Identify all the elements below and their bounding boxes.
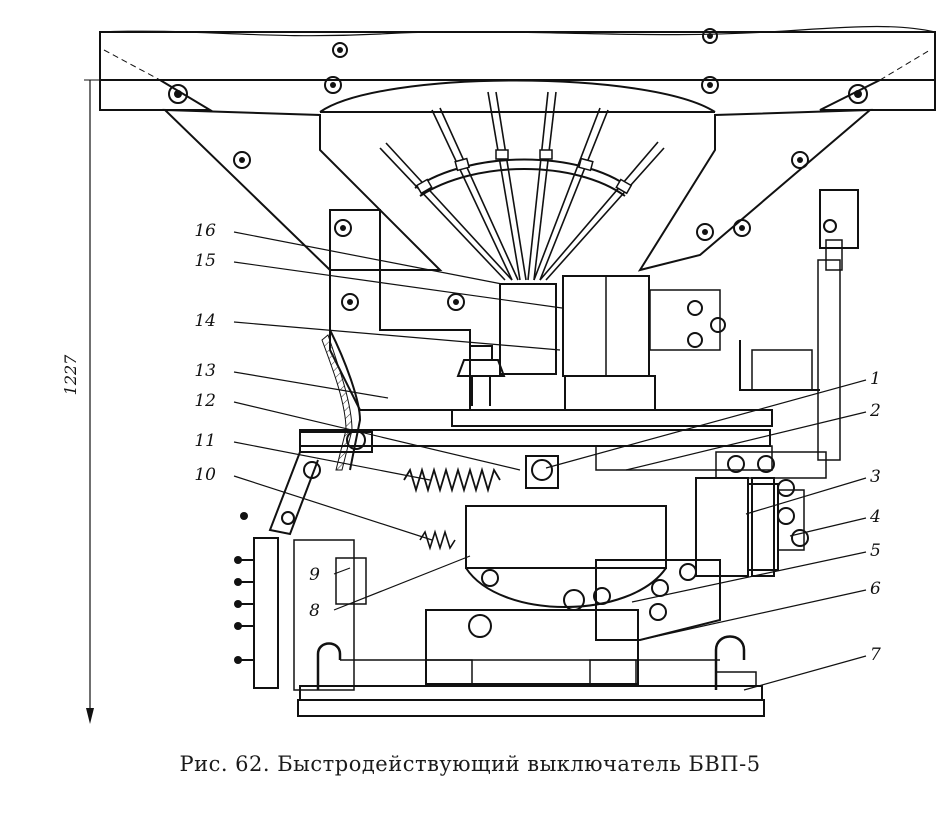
callout-9: 9: [309, 565, 320, 585]
terminal-strip: [234, 512, 367, 691]
callout-16: 16: [194, 221, 216, 241]
callout-13: 13: [194, 361, 216, 381]
pedestal: [425, 609, 639, 685]
callout-12: 12: [194, 391, 216, 411]
technical-drawing-svg: 12 2 7: [61, 25, 936, 724]
circuit-breaker-drawing: 12 2 7: [61, 25, 936, 724]
callout-10: 10: [194, 465, 216, 485]
trip-coils: [695, 451, 827, 577]
leader-lines: [233, 231, 867, 691]
frame-bolts: [168, 28, 868, 311]
callout-7: 7: [870, 645, 881, 665]
base-rail: [297, 635, 765, 717]
callout-15: 15: [194, 251, 216, 271]
callout-14: 14: [194, 311, 216, 331]
insulator: [456, 345, 506, 406]
callout-5: 5: [870, 541, 881, 561]
arc-horn-block: [499, 275, 726, 411]
top-frame: [99, 25, 936, 272]
dimension-label: 1227: [61, 354, 80, 396]
callout-1: 1: [870, 369, 881, 389]
holding-coil: [465, 505, 667, 611]
callout-6: 6: [870, 579, 881, 599]
right-rod: [739, 189, 859, 461]
callout-11: 11: [194, 431, 216, 451]
callout-labels: 16 15 14 13 12 11 10 9 8 1 2 3 4 5 6 7: [194, 221, 881, 665]
figure-caption: Рис. 62. Быстродействующий выключатель Б…: [179, 752, 761, 776]
callout-3: 3: [870, 467, 881, 487]
linkage-mechanism: [268, 430, 559, 551]
callout-8: 8: [309, 601, 320, 621]
callout-2: 2: [869, 401, 881, 421]
dimension-line: 1227: [61, 79, 100, 724]
side-plate: [321, 209, 471, 471]
arc-chute-fan: [379, 91, 665, 281]
callout-4: 4: [869, 507, 881, 527]
